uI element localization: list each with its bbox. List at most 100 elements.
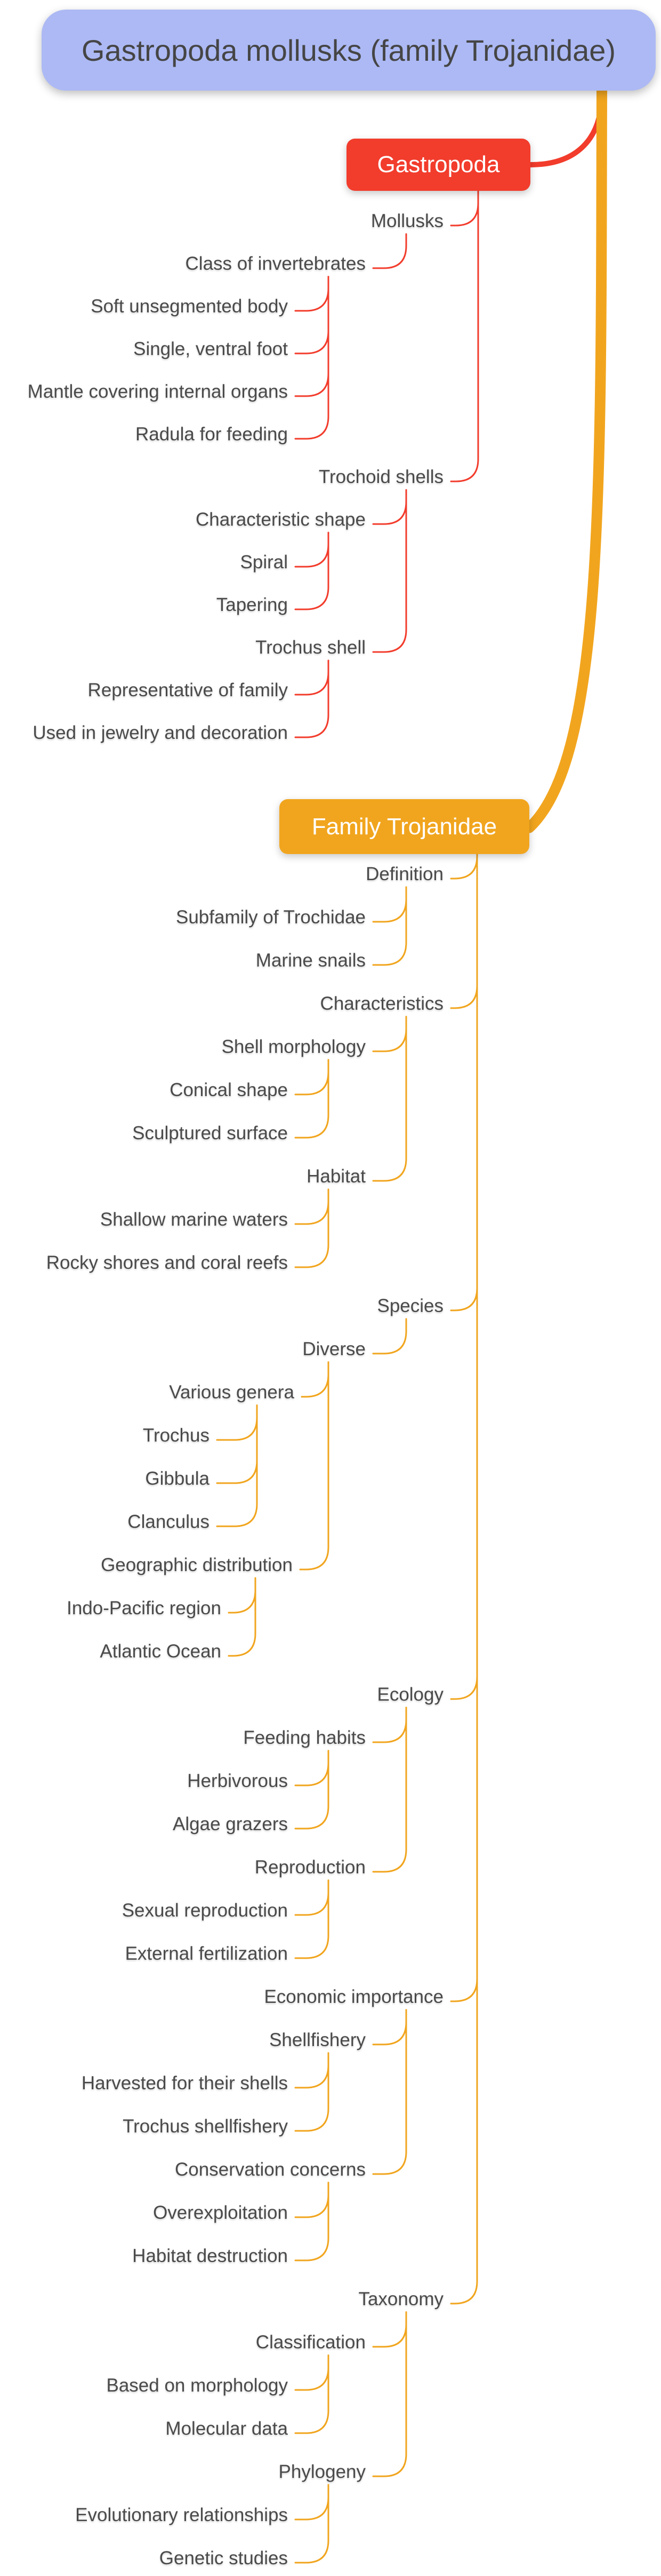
link	[299, 1361, 329, 1571]
node-trochus-shellfishery[interactable]: Trochus shellfishery	[123, 2116, 288, 2137]
node-rocky-shores-and-coral-reefs[interactable]: Rocky shores and coral reefs	[46, 1252, 288, 1273]
node-mantle-covering-internal-organs[interactable]: Mantle covering internal organs	[27, 381, 288, 402]
link	[301, 1361, 329, 1398]
node-trochus-shell[interactable]: Trochus shell	[255, 637, 366, 658]
node-phylogeny[interactable]: Phylogeny	[278, 2461, 366, 2482]
link	[372, 2311, 407, 2348]
node-overexploitation[interactable]: Overexploitation	[153, 2202, 288, 2223]
link	[372, 233, 407, 269]
node-harvested-for-their-shells[interactable]: Harvested for their shells	[81, 2073, 288, 2094]
link	[450, 853, 478, 1311]
node-representative-of-family[interactable]: Representative of family	[87, 680, 288, 701]
root-title: Gastropoda mollusks (family Trojanidae)	[81, 33, 616, 67]
link	[450, 853, 478, 880]
link	[450, 190, 479, 227]
link	[450, 853, 478, 2305]
node-tapering[interactable]: Tapering	[216, 594, 288, 615]
link	[228, 1577, 256, 1614]
link	[294, 659, 329, 738]
node-indo-pacific-region[interactable]: Indo-Pacific region	[67, 1598, 221, 1619]
link	[294, 1879, 329, 1916]
node-used-in-jewelry-and-decoration[interactable]: Used in jewelry and decoration	[33, 722, 288, 743]
node-conical-shape[interactable]: Conical shape	[170, 1080, 288, 1100]
root-node[interactable]: Gastropoda mollusks (family Trojanidae)	[42, 10, 656, 91]
node-radula-for-feeding[interactable]: Radula for feeding	[135, 424, 288, 445]
node-trochus[interactable]: Trochus	[142, 1425, 209, 1446]
node-diverse[interactable]: Diverse	[302, 1339, 366, 1359]
link	[294, 1750, 329, 1786]
branch-node-gastropoda-label: Gastropoda	[377, 151, 500, 178]
node-characteristics[interactable]: Characteristics	[320, 993, 444, 1014]
node-geographic-distribution[interactable]: Geographic distribution	[101, 1555, 293, 1575]
node-soft-unsegmented-body[interactable]: Soft unsegmented body	[91, 296, 288, 317]
node-clanculus[interactable]: Clanculus	[127, 1511, 209, 1532]
branch-node-family-trojanidae[interactable]: Family Trojanidae	[279, 799, 529, 854]
node-sculptured-surface[interactable]: Sculptured surface	[132, 1123, 288, 1144]
node-various-genera[interactable]: Various genera	[169, 1382, 294, 1403]
link	[294, 1879, 329, 1959]
node-algae-grazers[interactable]: Algae grazers	[173, 1814, 288, 1834]
link	[294, 1188, 329, 1268]
link	[294, 1750, 329, 1830]
link	[294, 276, 329, 312]
link	[372, 886, 407, 923]
node-feeding-habits[interactable]: Feeding habits	[243, 1727, 366, 1748]
node-sexual-reproduction[interactable]: Sexual reproduction	[122, 1900, 288, 1921]
link	[372, 1318, 407, 1355]
node-external-fertilization[interactable]: External fertilization	[125, 1943, 288, 1964]
branch-node-family-trojanidae-label: Family Trojanidae	[311, 813, 497, 840]
link	[450, 853, 478, 1700]
link	[294, 2181, 329, 2261]
link	[294, 2484, 329, 2564]
node-conservation-concerns[interactable]: Conservation concerns	[175, 2159, 366, 2180]
node-economic-importance[interactable]: Economic importance	[264, 1986, 444, 2007]
link	[294, 2052, 329, 2132]
node-species[interactable]: Species	[377, 1295, 444, 1316]
node-gibbula[interactable]: Gibbula	[145, 1468, 209, 1489]
link	[294, 532, 329, 610]
node-subfamily-of-trochidae[interactable]: Subfamily of Trochidae	[175, 907, 366, 928]
node-shellfishery[interactable]: Shellfishery	[269, 2030, 366, 2050]
link	[524, 85, 607, 833]
node-classification[interactable]: Classification	[255, 2332, 366, 2353]
link	[372, 1706, 407, 1873]
node-habitat[interactable]: Habitat	[307, 1166, 366, 1187]
link	[294, 2181, 329, 2218]
node-shallow-marine-waters[interactable]: Shallow marine waters	[100, 1209, 288, 1230]
node-marine-snails[interactable]: Marine snails	[255, 950, 366, 971]
node-evolutionary-relationships[interactable]: Evolutionary relationships	[75, 2505, 288, 2525]
link	[294, 659, 329, 696]
link	[294, 1059, 329, 1096]
link	[294, 276, 329, 440]
node-shell-morphology[interactable]: Shell morphology	[221, 1036, 366, 1057]
node-ecology[interactable]: Ecology	[377, 1684, 444, 1705]
node-molecular-data[interactable]: Molecular data	[165, 2418, 288, 2439]
link	[450, 190, 479, 482]
node-atlantic-ocean[interactable]: Atlantic Ocean	[100, 1641, 221, 1662]
node-habitat-destruction[interactable]: Habitat destruction	[132, 2245, 288, 2266]
node-class-of-invertebrates[interactable]: Class of invertebrates	[185, 253, 366, 274]
link	[528, 88, 605, 167]
link	[372, 1016, 407, 1182]
node-genetic-studies[interactable]: Genetic studies	[159, 2548, 288, 2569]
link	[294, 2354, 329, 2391]
node-mollusks[interactable]: Mollusks	[370, 211, 444, 231]
node-spiral[interactable]: Spiral	[240, 552, 288, 573]
node-definition[interactable]: Definition	[366, 864, 444, 884]
link	[372, 886, 407, 966]
node-single-ventral-foot[interactable]: Single, ventral foot	[133, 339, 288, 359]
node-trochoid-shells[interactable]: Trochoid shells	[318, 466, 444, 487]
link	[294, 2052, 329, 2089]
node-herbivorous[interactable]: Herbivorous	[187, 1770, 288, 1791]
node-characteristic-shape[interactable]: Characteristic shape	[195, 509, 366, 530]
link	[294, 532, 329, 568]
node-taxonomy[interactable]: Taxonomy	[358, 2289, 444, 2309]
link	[228, 1577, 256, 1657]
link	[372, 2009, 407, 2046]
node-based-on-morphology[interactable]: Based on morphology	[106, 2375, 288, 2396]
node-reproduction[interactable]: Reproduction	[254, 1857, 366, 1878]
link	[372, 1706, 407, 1743]
branch-node-gastropoda[interactable]: Gastropoda	[346, 139, 530, 191]
